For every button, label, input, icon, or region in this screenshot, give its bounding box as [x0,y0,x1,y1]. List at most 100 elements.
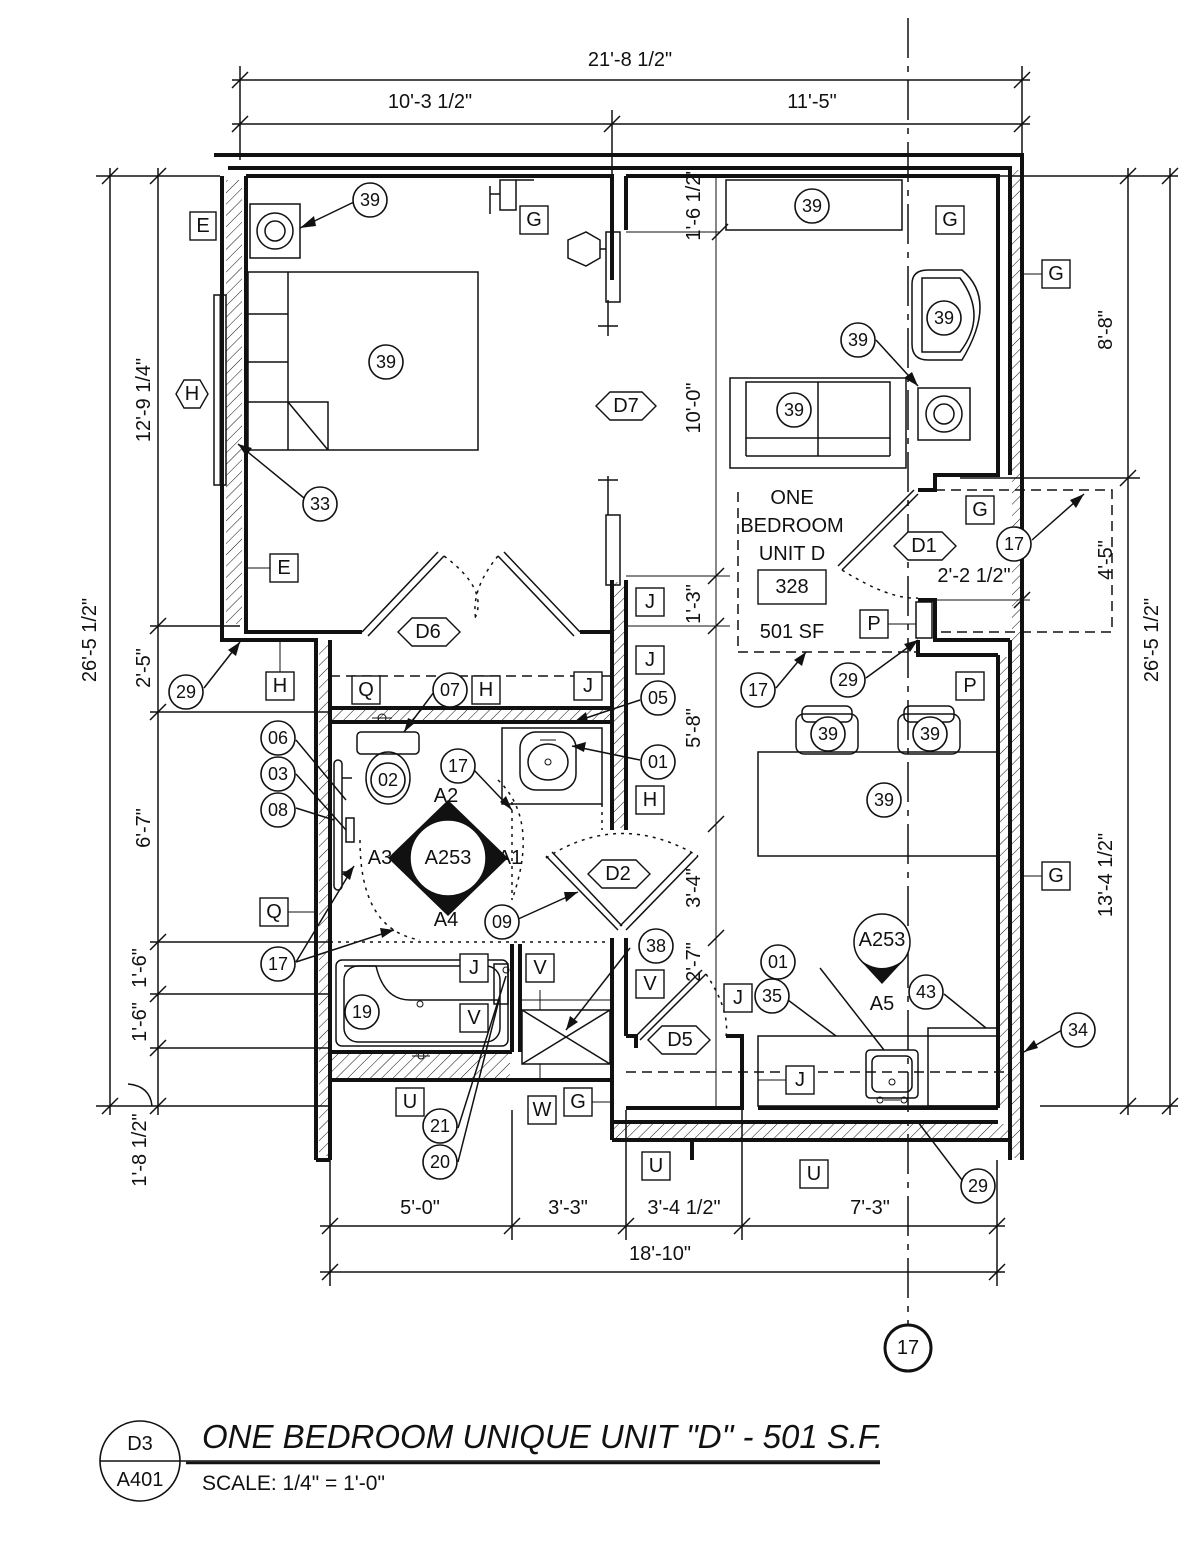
keynote-39-stool-2: 39 [920,724,940,744]
keynote-17-entry: 17 [1004,534,1024,554]
tag-g-entry: G [972,499,988,521]
dim-right-lower: 13'-4 1/2" [1095,833,1117,917]
keynote-39-end-table: 39 [848,330,868,350]
room-name-line1: ONE [770,487,813,509]
tag-j-4: J [469,957,479,979]
room-tag: ONE BEDROOM UNIT D 328 501 SF [740,487,843,643]
sheet-number: A401 [117,1469,164,1491]
room-name-line3: UNIT D [759,543,825,565]
keynote-35: 35 [762,986,782,1006]
keynote-bubbles: 39 39 39 39 39 39 39 39 39 33 29 29 29 1… [168,182,1096,1204]
dim-right-upper: 8'-8" [1095,310,1117,350]
dim-left-upper: 12'-9 1/4" [133,358,155,442]
elevation-a1: A1 [498,847,522,869]
keynote-29-entry: 29 [838,670,858,690]
dim-right-total: 26'-5 1/2" [1141,598,1163,682]
tag-g-right-wall: G [1048,263,1064,285]
title-block: D3 A401 ONE BEDROOM UNIQUE UNIT "D" - 50… [99,1418,883,1502]
dim-left-b: 1'-6" [129,1002,151,1042]
tag-g-living-top: G [942,209,958,231]
dim-left-mid: 2'-5" [133,648,155,688]
dim-left-bath: 6'-7" [133,808,155,848]
tag-g-kitchen: G [1048,865,1064,887]
tag-g-bottom: G [570,1091,586,1113]
bathroom-fixtures [330,713,728,1080]
dim-1-3: 1'-3" [683,584,705,624]
keynote-17-room: 17 [748,680,768,700]
interior-elevation-marker: A253 A1 A2 A3 A4 [368,785,522,931]
keynote-39-stool-1: 39 [818,724,838,744]
keynote-19: 19 [352,1002,372,1022]
keynote-07: 07 [440,680,460,700]
drawing-title: ONE BEDROOM UNIQUE UNIT "D" - 501 S.F. [202,1418,883,1455]
keynote-05: 05 [648,688,668,708]
hex-tag-h: H [175,379,209,409]
dim-bottom-4: 7'-3" [850,1197,890,1219]
keynote-38: 38 [646,936,666,956]
room-area: 501 SF [760,621,824,643]
tag-v-2: V [643,973,657,995]
elevation-a3: A3 [368,847,392,869]
dim-left-total: 26'-5 1/2" [79,598,101,682]
elevation-a2: A2 [434,785,458,807]
keynote-39-nightstand: 39 [360,190,380,210]
keynote-39-island: 39 [874,790,894,810]
elevation-a4: A4 [434,909,458,931]
keynote-01-kitchen: 01 [768,952,788,972]
room-number: 328 [775,576,808,598]
tag-h-2: H [479,679,493,701]
tag-q-1: Q [358,679,374,701]
keynote-17-bath-lower: 17 [268,954,288,974]
dim-top-right: 11'-5" [787,91,836,113]
tag-w: W [533,1099,552,1121]
tag-h-1: H [273,675,287,697]
keynote-09: 09 [492,912,512,932]
drawing-number: D3 [127,1433,153,1455]
window-left [213,294,227,486]
tag-e-bottom: E [277,557,290,579]
hex-tag-h-label: H [185,383,199,405]
dim-bottom-2: 3'-3" [548,1197,588,1219]
dimension-strings: 21'-8 1/2" 10'-3 1/2" 11'-5" 26'-5 1/2" … [79,49,1179,1286]
elevation-ref: A253 [425,847,472,869]
tag-h-3: H [643,789,657,811]
dim-bottom-1: 5'-0" [400,1197,440,1219]
tag-j-6: J [795,1069,805,1091]
keynote-21: 21 [430,1116,450,1136]
dim-left-a: 1'-6" [129,948,151,988]
tag-p-1: P [867,613,880,635]
tag-u-3: U [807,1163,821,1185]
keynote-39-sofa: 39 [784,400,804,420]
dim-2-2-half: 2'-2 1/2" [937,565,1010,587]
keynote-29-bottom: 29 [968,1176,988,1196]
grid-line-17: 17 [883,18,933,1373]
closet-doors [330,551,612,677]
keynote-34: 34 [1068,1020,1088,1040]
door-tag-d5: D5 [667,1029,693,1051]
tag-e-top: E [196,215,209,237]
keynote-20: 20 [430,1152,450,1172]
dim-top-left: 10'-3 1/2" [388,91,472,113]
tag-u-1: U [403,1091,417,1113]
bedroom-furniture [247,179,621,586]
tag-j-1: J [645,591,655,613]
dim-top-total: 21'-8 1/2" [588,49,672,71]
elevation-a253-kitchen: A253 [859,929,906,951]
tag-j-5: J [733,987,743,1009]
tag-j-2: J [645,649,655,671]
dim-1-6-half: 1'-6 1/2" [683,167,705,240]
keynote-29-left: 29 [176,682,196,702]
interior-dimensions: 1'-6 1/2" 10'-0" 1'-3" 5'-8" 3'-4" 2'-7"… [626,167,1117,1108]
tag-u-2: U [649,1155,663,1177]
keynote-43: 43 [916,982,936,1002]
tag-j-3: J [583,675,593,697]
drawing-scale: SCALE: 1/4" = 1'-0" [202,1472,385,1495]
square-tags: E E G G G G G G J J J J J J H H [189,205,1071,1189]
door-tag-d7: D7 [613,395,639,417]
dim-bottom-3: 3'-4 1/2" [647,1197,720,1219]
keynote-39-bed: 39 [376,352,396,372]
dim-bottom-total: 18'-10" [629,1243,691,1265]
dim-4-5: 4'-5" [1095,540,1117,580]
dim-left-bottom: 1'-8 1/2" [129,1113,151,1186]
wall-hatching [226,170,1020,1158]
